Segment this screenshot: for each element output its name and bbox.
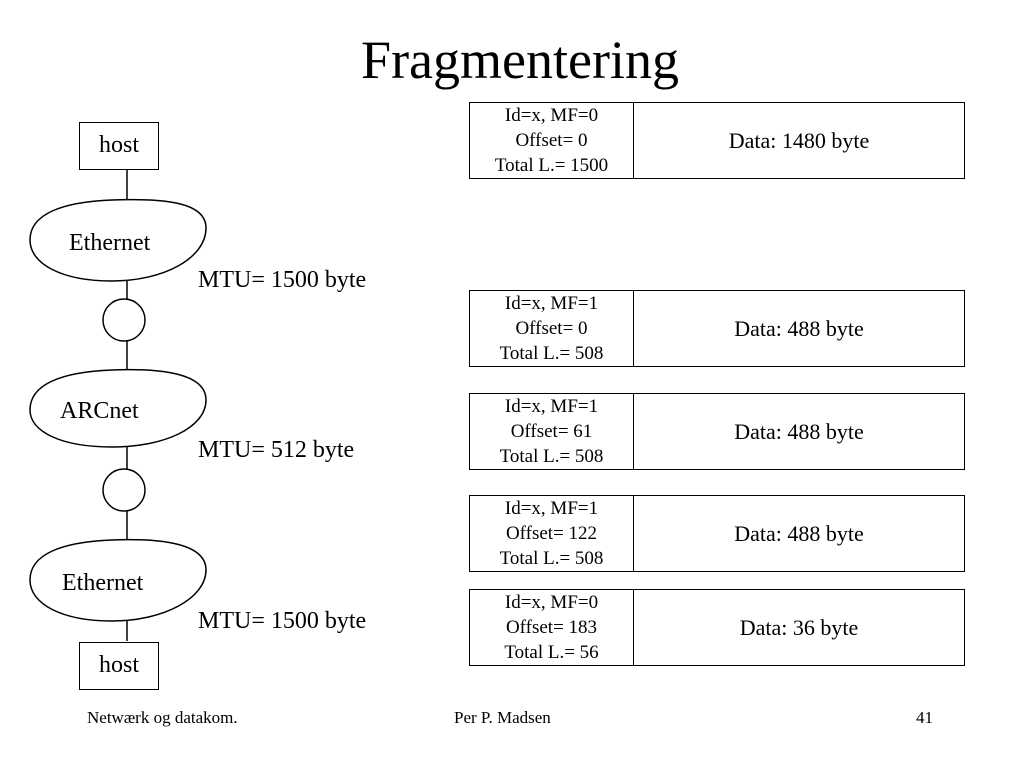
header-total-length: Total L.= 508 [499,548,604,569]
footer-course: Netwærk og datakom. [87,708,238,727]
header-total-length: Total L.= 508 [499,343,604,364]
header-id-flag: Id=x, MF=0 [504,592,599,613]
header-offset: Offset= 183 [505,617,598,638]
packet-header: Id=x, MF=1 Offset= 122 Total L.= 508 [470,496,634,571]
packet-data: Data: 488 byte [734,418,864,444]
mtu-label: MTU= 1500 byte [198,267,367,293]
router-node [102,468,146,512]
header-total-length: Total L.= 1500 [494,155,609,176]
packet-header: Id=x, MF=1 Offset= 0 Total L.= 508 [470,291,634,366]
packet-data: Data: 1480 byte [728,127,870,153]
packet-header: Id=x, MF=0 Offset= 0 Total L.= 1500 [470,103,634,178]
header-offset: Offset= 0 [515,130,588,151]
host-node-top: host [79,122,159,170]
fragment-packet: Id=x, MF=1 Offset= 0 Total L.= 508 Data:… [469,290,965,367]
network-cloud-ethernet-bottom [29,538,207,622]
footer-page-number: 41 [916,708,933,727]
network-label-arcnet: ARCnet [60,398,139,424]
network-label-ethernet-top: Ethernet [69,230,151,256]
fragment-packet: Id=x, MF=1 Offset= 61 Total L.= 508 Data… [469,393,965,470]
header-id-flag: Id=x, MF=1 [504,498,599,519]
packet-header: Id=x, MF=0 Offset= 183 Total L.= 56 [470,590,634,665]
host-node-bottom: host [79,642,159,690]
slide-title: Fragmentering [361,30,679,90]
packet-data: Data: 488 byte [734,520,864,546]
network-label-ethernet-bottom: Ethernet [62,570,144,596]
header-id-flag: Id=x, MF=0 [504,105,599,126]
header-id-flag: Id=x, MF=1 [504,293,599,314]
fragment-packet: Id=x, MF=0 Offset= 183 Total L.= 56 Data… [469,589,965,666]
footer-author: Per P. Madsen [454,708,551,727]
packet-data: Data: 36 byte [739,614,859,640]
header-offset: Offset= 61 [510,421,593,442]
header-total-length: Total L.= 56 [504,642,599,663]
packet-data: Data: 488 byte [734,315,864,341]
network-cloud-ethernet-top [29,198,207,282]
header-offset: Offset= 0 [515,318,588,339]
packet-header: Id=x, MF=1 Offset= 61 Total L.= 508 [470,394,634,469]
router-node [102,298,146,342]
fragment-packet: Id=x, MF=1 Offset= 122 Total L.= 508 Dat… [469,495,965,572]
network-cloud-arcnet [29,368,207,448]
mtu-label: MTU= 512 byte [198,437,355,463]
header-total-length: Total L.= 508 [499,446,604,467]
original-packet: Id=x, MF=0 Offset= 0 Total L.= 1500 Data… [469,102,965,179]
header-id-flag: Id=x, MF=1 [504,396,599,417]
header-offset: Offset= 122 [505,523,598,544]
mtu-label: MTU= 1500 byte [198,608,367,634]
